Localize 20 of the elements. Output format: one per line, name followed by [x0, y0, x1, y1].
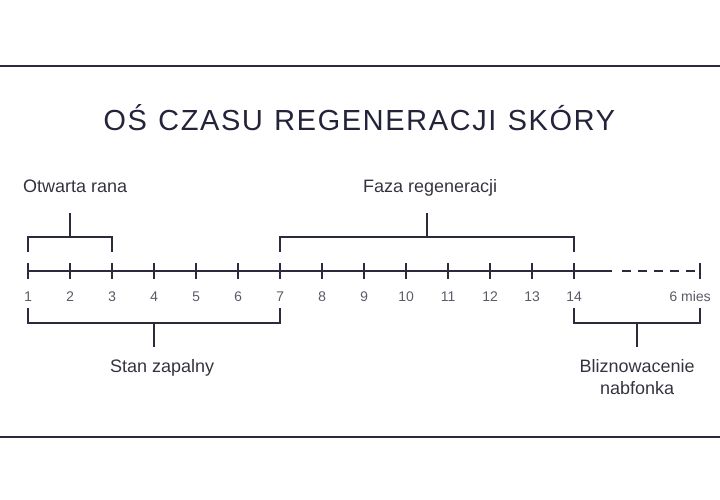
tick-label: 13 [523, 288, 541, 305]
tick-label: 9 [359, 288, 369, 305]
tick-label: 14 [565, 288, 583, 305]
title: OŚ CZASU REGENERACJI SKÓRY [102, 104, 618, 139]
tick-label: 1 [23, 288, 33, 305]
tick-label: 12 [481, 288, 499, 305]
tick-label: 2 [65, 288, 75, 305]
phase-label: Otwarta rana [22, 176, 128, 198]
phase-label: Stan zapalny [108, 356, 216, 378]
tick-label: 4 [149, 288, 159, 305]
tick-label: 7 [275, 288, 285, 305]
tick-label: 10 [397, 288, 415, 305]
tick-label: 5 [191, 288, 201, 305]
tick-label: 3 [107, 288, 117, 305]
phase-label: Bliznowacenie nabfonka [578, 356, 696, 400]
tick-label: 6 [233, 288, 243, 305]
tick-label: 6 mies [668, 288, 712, 305]
tick-label: 8 [317, 288, 327, 305]
tick-label: 11 [440, 288, 456, 305]
phase-label: Faza regeneracji [362, 176, 498, 198]
